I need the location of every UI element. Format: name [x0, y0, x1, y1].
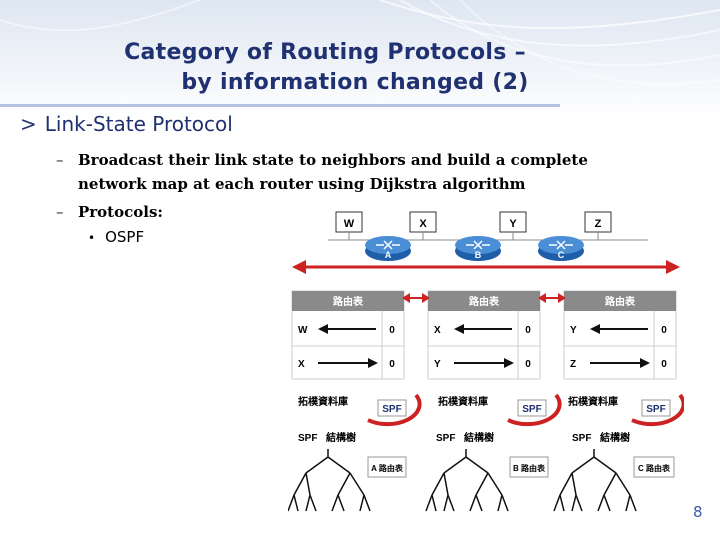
- spf-tree-label-2: 結構樹: [464, 431, 494, 444]
- title-line-2: by information changed (2): [181, 70, 529, 95]
- routing-table-1: 路由表 W 0 X 0: [291, 290, 405, 380]
- topology-db-label-1: 拓樸資料庫: [298, 395, 348, 408]
- table-2-header: 路由表: [469, 295, 500, 308]
- topology-db-label-2: 拓樸資料庫: [438, 395, 488, 408]
- router-a-label: A: [385, 250, 392, 260]
- routing-table-label-2: B 路由表: [513, 463, 546, 473]
- table-2-row-2-dest: Y: [434, 359, 441, 370]
- table-1-row-2-cost: 0: [389, 359, 395, 370]
- table-2-row-2-cost: 0: [525, 359, 531, 370]
- table-3-header: 路由表: [605, 295, 636, 308]
- table-2-row-1-cost: 0: [525, 325, 531, 336]
- topology-db-label-3: 拓樸資料庫: [568, 395, 618, 408]
- spf-block-2: 拓樸資料庫 SPF SPF 結構樹 B 路由表: [425, 393, 562, 512]
- routing-table-label-1: A 路由表: [371, 463, 404, 473]
- sub-bullet-line-2: network map at each router using Dijkstr…: [78, 175, 526, 193]
- table-arrow-1: [402, 293, 430, 303]
- network-y-label: Y: [509, 218, 517, 230]
- sub-bullet-broadcast: – Broadcast their link state to neighbor…: [56, 148, 588, 196]
- dash-marker: –: [56, 203, 64, 221]
- dot-marker: •: [88, 231, 96, 245]
- table-arrow-2: [538, 293, 566, 303]
- network-x: X: [409, 211, 437, 233]
- router-b-label: B: [475, 250, 482, 260]
- routing-table-2: 路由表 X 0 Y 0: [427, 290, 541, 380]
- spf-label-3: SPF: [572, 433, 591, 444]
- title-line-1: Category of Routing Protocols –: [124, 40, 526, 65]
- diagram-canvas: W X Y Z: [287, 205, 686, 531]
- bullet-text: Link-State Protocol: [44, 112, 233, 136]
- dash-marker: –: [56, 151, 64, 169]
- routing-table-label-3: C 路由表: [638, 463, 671, 473]
- background-swirl: [0, 0, 720, 86]
- network-x-label: X: [419, 218, 427, 230]
- table-3-row-1-cost: 0: [661, 325, 667, 336]
- spf-tree-label-1: 結構樹: [326, 431, 356, 444]
- router-c-label: C: [558, 250, 565, 260]
- router-b: B: [455, 236, 501, 261]
- sub-bullet-protocols: – Protocols:: [56, 200, 163, 224]
- table-3-row-1-dest: Y: [570, 325, 577, 336]
- routing-table-3: 路由表 Y 0 Z 0: [563, 290, 677, 380]
- bullet-marker: >: [20, 112, 37, 136]
- flooding-arrow: [292, 260, 680, 274]
- table-3-row-2-dest: Z: [570, 359, 576, 370]
- spf-block-1: 拓樸資料庫 SPF SPF 結構樹 A 路由表: [287, 393, 422, 512]
- page-number: 8: [693, 503, 703, 521]
- network-z-label: Z: [595, 218, 602, 230]
- table-1-row-2-dest: X: [298, 359, 305, 370]
- sub-bullet-line-1: Broadcast their link state to neighbors …: [78, 151, 588, 169]
- spf-block-3: 拓樸資料庫 SPF SPF 結構樹 C 路由表: [553, 393, 686, 512]
- title-divider: [0, 104, 560, 107]
- network-z: Z: [584, 211, 612, 233]
- link-state-diagram: W X Y Z: [287, 205, 686, 531]
- table-3-row-2-cost: 0: [661, 359, 667, 370]
- table-2-row-1-dest: X: [434, 325, 441, 336]
- spf-box-label-2: SPF: [522, 404, 541, 415]
- slide-title: Category of Routing Protocols – by infor…: [0, 38, 650, 98]
- sub-bullet-protocols-text: Protocols:: [78, 203, 163, 221]
- spf-box-label-1: SPF: [382, 404, 401, 415]
- table-1-row-1-cost: 0: [389, 325, 395, 336]
- spf-box-label-3: SPF: [646, 404, 665, 415]
- spf-label-2: SPF: [436, 433, 455, 444]
- spf-tree-label-3: 結構樹: [600, 431, 630, 444]
- spf-label-1: SPF: [298, 433, 317, 444]
- ospf-text: OSPF: [105, 228, 145, 246]
- network-y: Y: [499, 211, 527, 233]
- network-w-label: W: [344, 218, 355, 230]
- table-1-row-1-dest: W: [298, 325, 308, 336]
- bullet-link-state: > Link-State Protocol: [20, 112, 233, 136]
- router-c: C: [538, 236, 584, 261]
- table-1-header: 路由表: [333, 295, 364, 308]
- router-a: A: [365, 236, 411, 261]
- network-w: W: [335, 211, 363, 233]
- sub-sub-bullet-ospf: • OSPF: [88, 228, 144, 246]
